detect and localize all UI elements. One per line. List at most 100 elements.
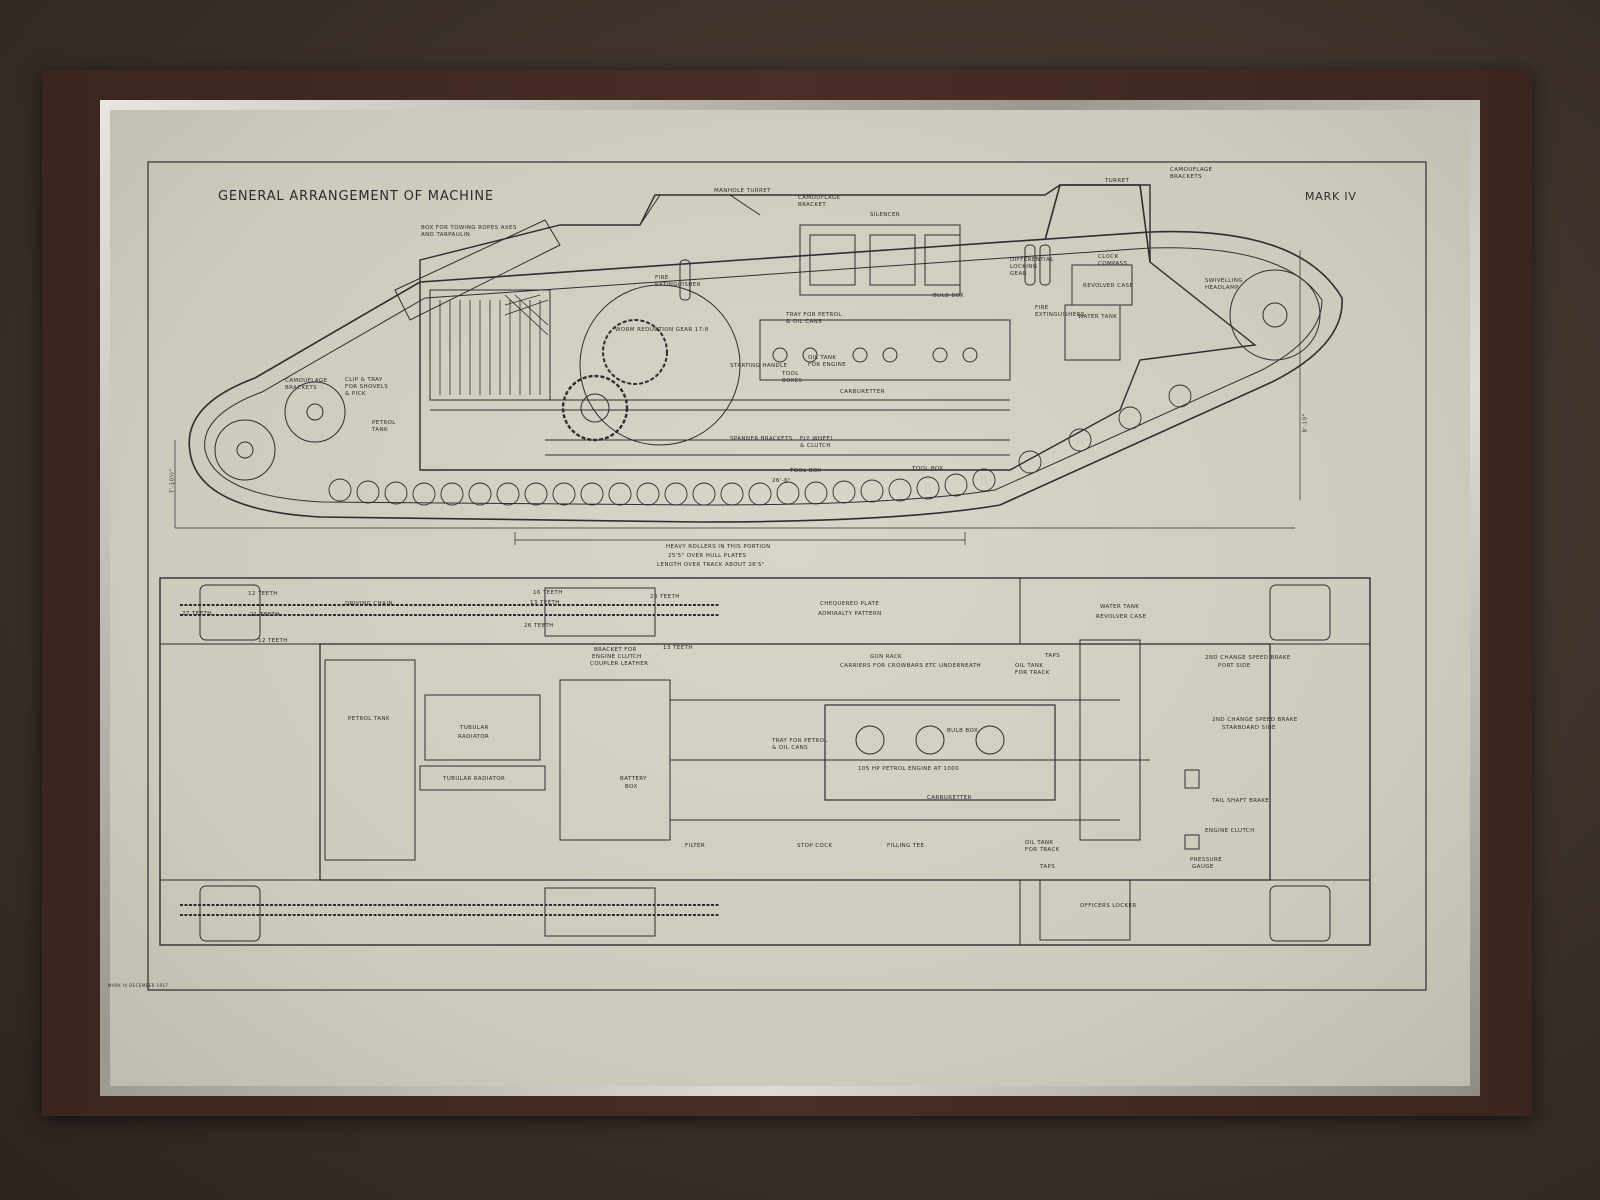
picture-frame xyxy=(42,70,1532,1116)
plan-label: OIL TANK xyxy=(1015,663,1044,669)
plan-label: TUBULAR xyxy=(460,725,489,731)
plan-label: 26 TEETH xyxy=(524,623,554,629)
petrol-tank-plan xyxy=(324,659,416,861)
side-label: REVOLVER CASE xyxy=(1083,283,1134,289)
side-view xyxy=(174,184,1343,545)
dimension-label: LENGTH OVER TRACK ABOUT 26'5" xyxy=(657,562,765,568)
side-label: FIRE xyxy=(655,275,669,281)
plan-outline xyxy=(159,577,1371,946)
side-label: CAMOUFLAGE xyxy=(1170,167,1213,173)
caption: MARK IV DECEMBER 1917 xyxy=(108,983,169,988)
plan-label: 13 TEETH xyxy=(663,645,693,651)
plan-label: FILLING TEE xyxy=(887,843,925,849)
side-label: BRACKETS xyxy=(285,385,318,391)
dimension-lines xyxy=(174,250,1301,545)
side-label: HEADLAMP xyxy=(1205,285,1239,291)
plan-label: BULB BOX xyxy=(947,728,979,734)
side-label: CLOCK xyxy=(1098,254,1119,260)
mark-label: MARK IV xyxy=(1305,190,1357,203)
plan-label: PETROL TANK xyxy=(348,716,390,722)
plan-label: TRAY FOR PETROL xyxy=(772,738,828,744)
hull-plan xyxy=(319,643,1271,881)
officers-locker xyxy=(1039,879,1131,941)
plan-label: GAUGE xyxy=(1192,864,1214,870)
worm-gear xyxy=(602,319,668,385)
cylinders xyxy=(772,347,978,363)
side-label: TRAY FOR PETROL xyxy=(786,312,842,318)
plan-label: TAIL SHAFT BRAKE xyxy=(1212,798,1270,804)
side-label: FIRE xyxy=(1035,305,1049,311)
side-label: DIFFERENTIAL xyxy=(1010,257,1054,263)
plan-label: FOR TRACK xyxy=(1025,847,1060,853)
dimension-label: 25'5" OVER HULL PLATES xyxy=(668,553,747,559)
gearbox-plan xyxy=(559,679,671,841)
rollers xyxy=(328,384,1192,506)
plan-label: OFFICERS LOCKER xyxy=(1080,903,1137,909)
dimension-label: 8'-10" xyxy=(1302,413,1309,433)
plan-label: 105 HP PETROL ENGINE AT 1000 xyxy=(858,766,960,772)
side-label: EXTINGUISHER xyxy=(655,282,701,288)
side-label: WORM REDUCTION GEAR 17:8 xyxy=(615,327,709,333)
plan-label: 2ND CHANGE SPEED BRAKE xyxy=(1212,717,1298,723)
side-label: CLIP & TRAY xyxy=(345,377,383,383)
drawing-border xyxy=(147,161,1427,991)
track-outline xyxy=(188,230,1343,523)
radiator-plan xyxy=(424,694,541,761)
plan-label: CARRIERS FOR CROWBARS ETC UNDERNEATH xyxy=(840,663,982,669)
plan-label: CHEQUERED PLATE xyxy=(820,601,880,607)
sprocket xyxy=(561,374,629,442)
plan-label: 21 TEETH xyxy=(250,612,280,618)
plan-label: 13 TEETH xyxy=(530,600,560,606)
side-label: BOX FOR TOWING ROPES AXES xyxy=(421,225,517,231)
dimension-label: HEAVY ROLLERS IN THIS PORTION xyxy=(666,544,771,550)
water-tank xyxy=(1064,304,1121,361)
plan-view xyxy=(159,577,1371,946)
plan-label: GUN RACK xyxy=(870,654,903,660)
side-label: & PICK xyxy=(345,391,366,397)
plan-label: BOX xyxy=(625,784,638,790)
towing-box xyxy=(394,219,561,321)
plan-label: PRESSURE xyxy=(1190,857,1223,863)
side-label: TOOL BOX xyxy=(790,468,822,474)
side-label: EXTINGUISHERS xyxy=(1035,312,1085,318)
side-label: BRACKET xyxy=(798,202,827,208)
plan-label: PORT SIDE xyxy=(1218,663,1251,669)
side-label: SWIVELLING xyxy=(1205,278,1243,284)
plan-label: ADMIRALTY PATTERN xyxy=(818,611,882,617)
side-label: TANK xyxy=(372,427,389,433)
plan-label: FILTER xyxy=(685,843,706,849)
plan-label: 2ND CHANGE SPEED BRAKE xyxy=(1205,655,1291,661)
plan-label: 27 TEETH xyxy=(182,611,212,617)
plan-label: TUBULAR RADIATOR xyxy=(443,776,506,782)
side-label: FLY WHEEL xyxy=(800,436,834,442)
side-label: SILENCER xyxy=(870,212,901,218)
side-label: PETROL xyxy=(372,420,396,426)
side-label: FOR ENGINE xyxy=(808,362,847,368)
side-label: TOOL xyxy=(782,371,799,377)
side-label: GEAR xyxy=(1010,271,1027,277)
plan-label: RADIATOR xyxy=(458,734,490,740)
side-label: & OIL CANS xyxy=(786,319,823,325)
plan-label: STOP COCK xyxy=(797,843,833,849)
drawing-title: GENERAL ARRANGEMENT OF MACHINE xyxy=(218,189,494,204)
track-inner xyxy=(204,247,1323,506)
side-label: CARBURETTER xyxy=(840,389,885,395)
worm-gear-outline xyxy=(579,284,741,446)
side-label: COMPASS xyxy=(1098,261,1128,267)
side-label: FOR SHOVELS xyxy=(345,384,389,390)
drive-sprocket xyxy=(1229,269,1321,361)
plan-label: WATER TANK xyxy=(1100,604,1140,610)
plan-label: TAPS xyxy=(1045,653,1061,659)
plan-label: 16 TEETH xyxy=(533,590,563,596)
plan-label: DRIVING CHAIN xyxy=(345,601,393,607)
plan-label: 12 TEETH xyxy=(248,591,278,597)
side-label: OIL TANK xyxy=(808,355,837,361)
idler-wheel xyxy=(214,419,276,481)
side-label: CAMOUFLAGE xyxy=(285,378,328,384)
side-label: SPANNER BRACKETS xyxy=(730,436,793,442)
side-label: BULB BOX xyxy=(933,293,965,299)
side-label: CAMOUFLAGE xyxy=(798,195,841,201)
plan-label: REVOLVER CASE xyxy=(1096,614,1147,620)
plan-label: 23 TEETH xyxy=(650,594,680,600)
